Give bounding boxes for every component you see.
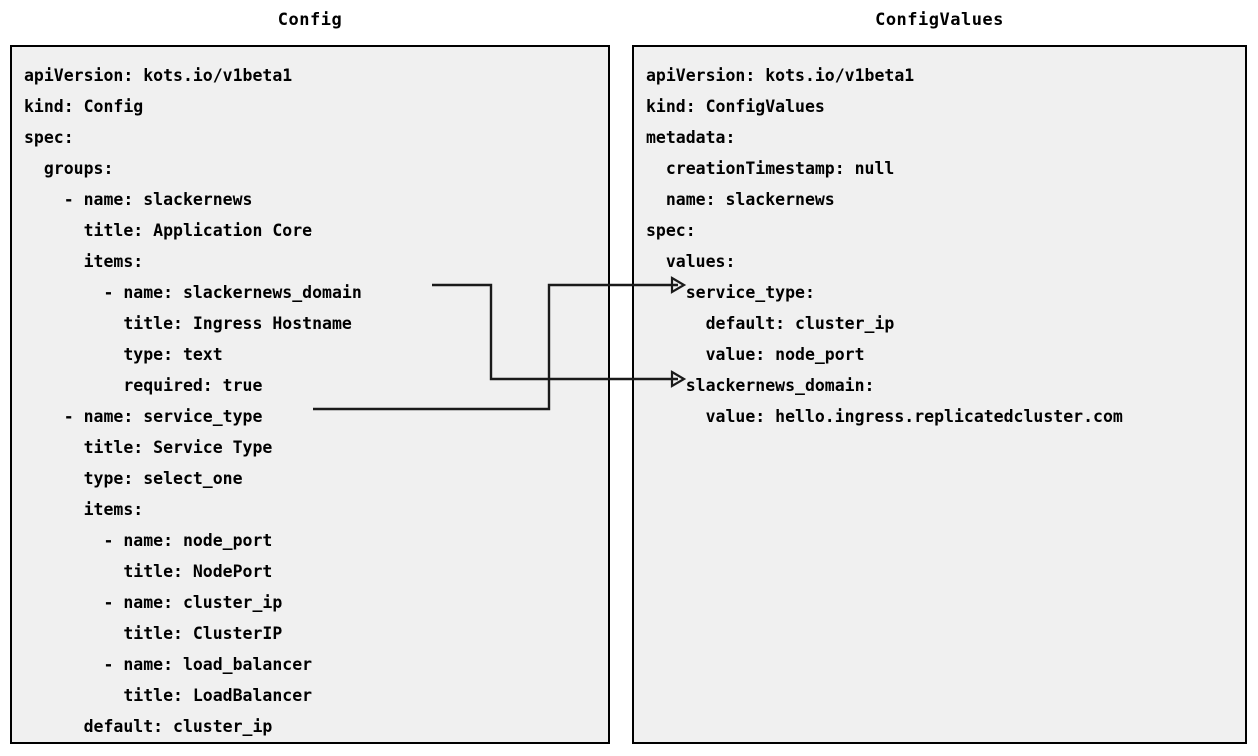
- config-panel: apiVersion: kots.io/v1beta1 kind: Config…: [10, 45, 610, 744]
- config-yaml-text: apiVersion: kots.io/v1beta1 kind: Config…: [24, 66, 362, 736]
- configvalues-panel: apiVersion: kots.io/v1beta1 kind: Config…: [632, 45, 1247, 744]
- page-title-config: Config: [277, 10, 343, 30]
- configvalues-yaml-text: apiVersion: kots.io/v1beta1 kind: Config…: [646, 66, 1123, 426]
- page-title-configvalues: ConfigValues: [875, 10, 1004, 30]
